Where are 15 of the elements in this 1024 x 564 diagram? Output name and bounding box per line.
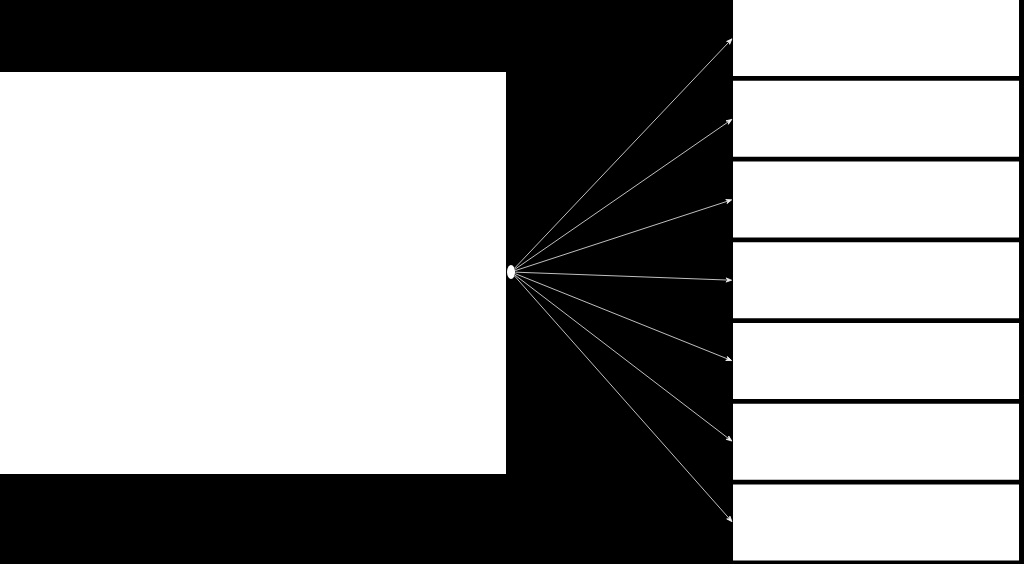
blank-box: [733, 0, 1019, 76]
panel: [0, 72, 506, 474]
arrow: [514, 275, 733, 523]
arrow: [514, 119, 733, 270]
arrow: [514, 38, 733, 269]
blank-box: [733, 484, 1019, 561]
arrow: [514, 199, 733, 272]
blank-box: [733, 323, 1019, 399]
arrow: [514, 274, 733, 442]
arrow: [514, 273, 733, 361]
blank-box: [733, 403, 1019, 480]
blank-box: [733, 242, 1019, 319]
arrow: [514, 271, 732, 283]
blank-box: [733, 80, 1019, 157]
blank-box: [733, 161, 1019, 238]
